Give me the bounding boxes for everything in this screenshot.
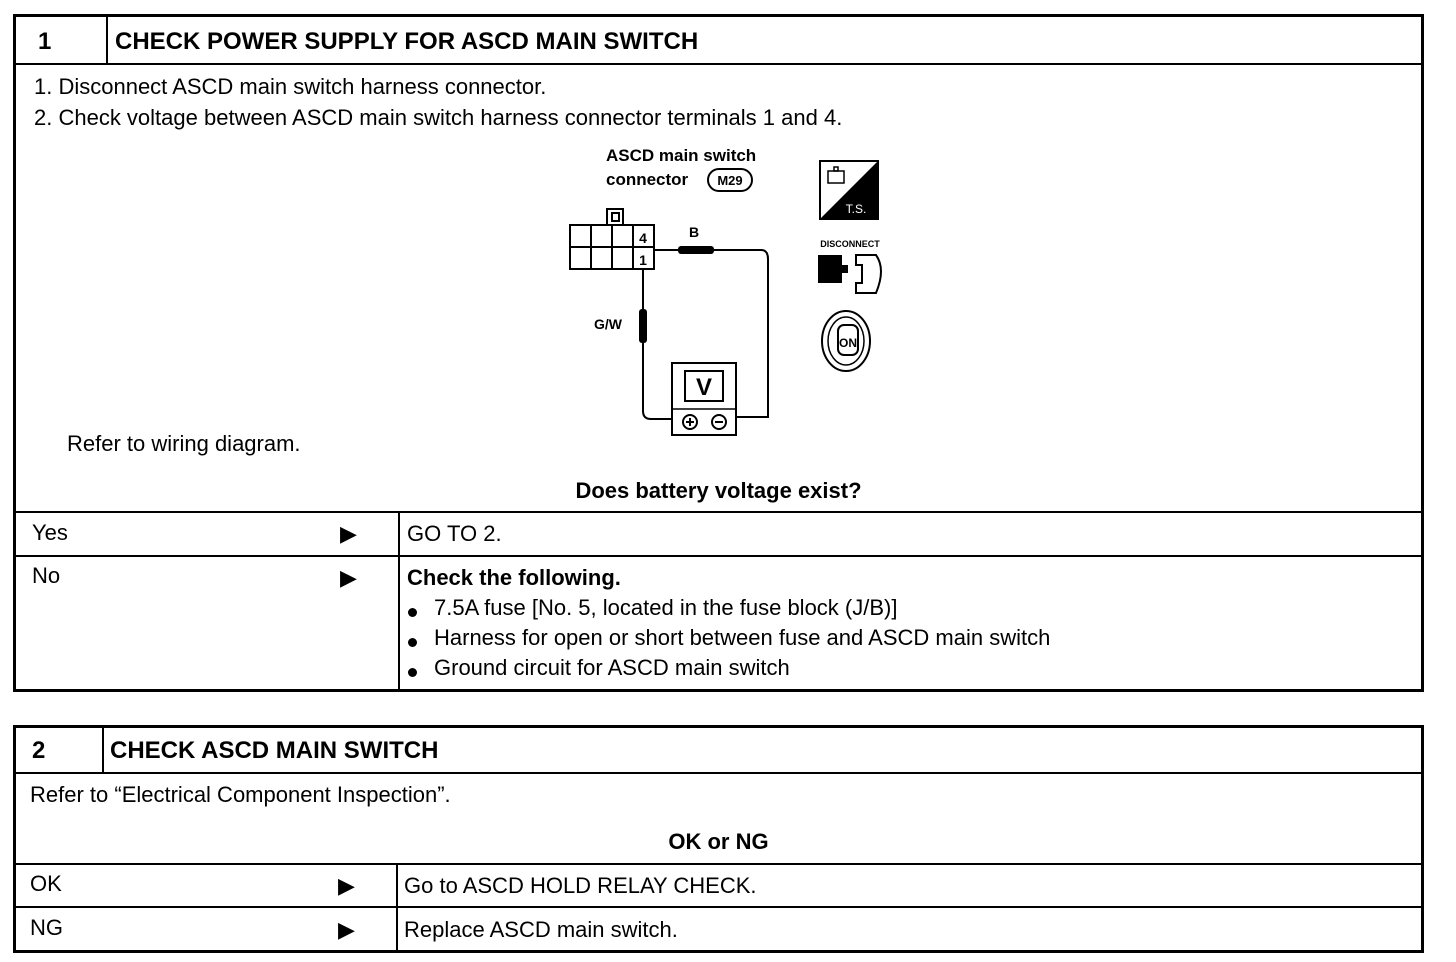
no-item-3: Ground circuit for ASCD main switch — [434, 655, 790, 680]
header-rule — [16, 63, 1421, 65]
bullet-icon — [408, 638, 417, 647]
ignition-label: ON — [839, 336, 857, 350]
step-title: CHECK ASCD MAIN SWITCH — [110, 737, 439, 764]
wire-gw-label: G/W — [594, 316, 623, 332]
result-divider — [398, 511, 400, 691]
connector-id-badge — [707, 168, 753, 192]
ignition-on-icon — [821, 310, 871, 372]
wire-gw — [642, 343, 671, 420]
no-item-2: Harness for open or short between fuse a… — [434, 625, 1051, 650]
bullet-icon — [408, 668, 417, 677]
ok-arrow-icon: ▶ — [338, 873, 355, 898]
ts-label: T.S. — [846, 202, 867, 216]
yes-result: GO TO 2. — [407, 521, 502, 546]
question-rule — [16, 511, 1421, 513]
trouble-shooting-icon — [819, 160, 879, 220]
result-divider — [396, 863, 398, 953]
probe-gw — [639, 309, 647, 343]
connector-label-line2: connector — [606, 170, 689, 189]
header-rule — [16, 772, 1421, 774]
no-arrow-icon: ▶ — [340, 565, 357, 590]
voltmeter-icon — [671, 362, 737, 436]
step-number: 1 — [38, 28, 52, 55]
question-text: Does battery voltage exist? — [575, 478, 862, 503]
no-label: No — [32, 563, 61, 588]
refer-text: Refer to “Electrical Component Inspectio… — [30, 782, 451, 807]
disconnect-label: DISCONNECT — [820, 239, 880, 249]
terminal-4: 4 — [639, 230, 647, 246]
connector-label-line1: ASCD main switch — [606, 146, 756, 165]
connector-grid-icon — [569, 208, 655, 270]
refer-text: Refer to wiring diagram. — [67, 431, 301, 456]
ok-ng-rule — [16, 906, 1421, 908]
step-2-block: 2 CHECK ASCD MAIN SWITCH Refer to “Elect… — [13, 725, 1424, 953]
no-item-1: 7.5A fuse [No. 5, located in the fuse bl… — [434, 595, 898, 620]
wire-b — [714, 249, 769, 418]
ok-result: Go to ASCD HOLD RELAY CHECK. — [404, 873, 757, 898]
header-divider — [102, 728, 104, 773]
step-number: 2 — [32, 737, 46, 764]
header-divider — [106, 17, 108, 64]
question-rule — [16, 863, 1421, 865]
step-title: CHECK POWER SUPPLY FOR ASCD MAIN SWITCH — [115, 28, 699, 55]
ng-arrow-icon: ▶ — [338, 917, 355, 942]
voltmeter-symbol: V — [696, 374, 712, 401]
question-text: OK or NG — [668, 829, 769, 854]
ng-label: NG — [30, 915, 63, 940]
no-result-title: Check the following. — [407, 565, 621, 590]
ng-result: Replace ASCD main switch. — [404, 917, 678, 942]
probe-b — [678, 246, 714, 254]
voltage-check-diagram: ASCD main switch connector M29 4 1 B G/W — [569, 146, 882, 436]
yes-no-rule — [16, 555, 1421, 557]
disconnect-icon — [818, 254, 882, 294]
connector-id: M29 — [717, 173, 742, 188]
step-1-block: 1 CHECK POWER SUPPLY FOR ASCD MAIN SWITC… — [13, 14, 1424, 692]
yes-label: Yes — [32, 520, 68, 545]
wire-b-label: B — [689, 224, 699, 240]
instruction-2: 2. Check voltage between ASCD main switc… — [34, 105, 843, 130]
bullet-icon — [408, 608, 417, 617]
terminal-1: 1 — [639, 252, 647, 268]
ok-label: OK — [30, 871, 62, 896]
yes-arrow-icon: ▶ — [340, 521, 357, 546]
instruction-1: 1. Disconnect ASCD main switch harness c… — [34, 74, 547, 99]
